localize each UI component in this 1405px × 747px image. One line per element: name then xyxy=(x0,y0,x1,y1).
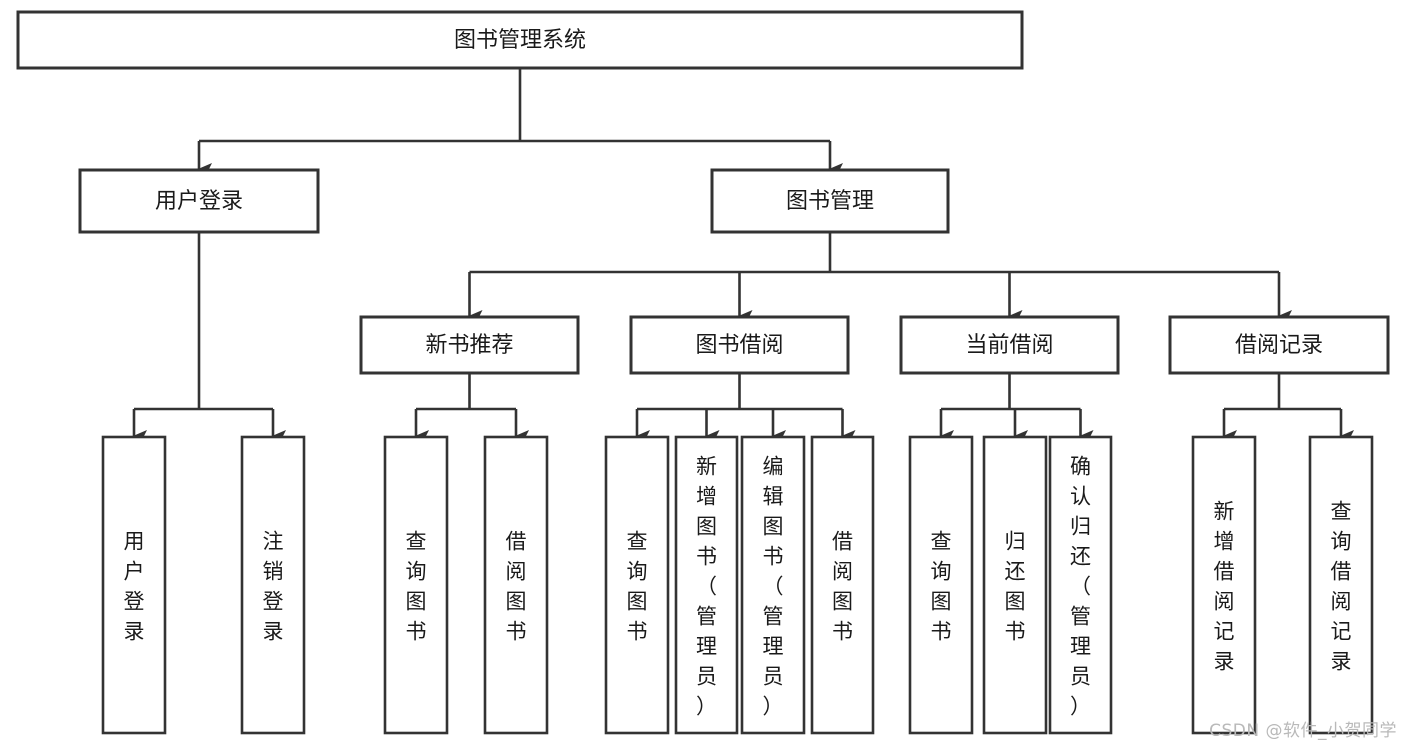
node-label: 借阅图书 xyxy=(506,529,527,643)
node-box xyxy=(383,435,449,735)
watermark-text: CSDN @软件_小贺同学 xyxy=(1209,721,1397,741)
node-box xyxy=(240,435,306,735)
node-new-book-recommend[interactable]: 新书推荐 xyxy=(359,315,580,375)
node-leaf-user-logout[interactable]: 注销登录 xyxy=(240,435,306,735)
node-label: 查询借阅记录 xyxy=(1331,499,1352,673)
node-label: 注销登录 xyxy=(263,529,284,643)
node-box xyxy=(710,168,950,234)
node-box xyxy=(78,168,320,234)
node-box xyxy=(604,435,670,735)
node-leaf-borrow-book-2[interactable]: 借阅图书 xyxy=(810,435,875,735)
node-label: 新增借阅记录 xyxy=(1214,499,1235,673)
node-label: 图书管理 xyxy=(786,189,874,214)
node-box xyxy=(982,435,1048,735)
node-box xyxy=(1191,435,1257,735)
node-label: 用户登录 xyxy=(155,189,243,214)
node-box xyxy=(1168,315,1390,375)
node-box xyxy=(629,315,850,375)
node-label: 查询图书 xyxy=(406,529,427,643)
node-box xyxy=(483,435,549,735)
node-box xyxy=(810,435,875,735)
node-box xyxy=(359,315,580,375)
node-book-borrow[interactable]: 图书借阅 xyxy=(629,315,850,375)
node-leaf-query-record[interactable]: 查询借阅记录 xyxy=(1308,435,1374,735)
node-layer: 图书管理系统用户登录图书管理新书推荐图书借阅当前借阅借阅记录用户登录注销登录查询… xyxy=(16,10,1390,735)
node-label: 查询图书 xyxy=(627,529,648,643)
node-leaf-confirm-return[interactable]: 确认归还（管理员） xyxy=(1048,435,1113,735)
node-label: 归还图书 xyxy=(1005,529,1026,643)
node-label: 确认归还（管理员） xyxy=(1070,454,1091,718)
node-label: 查询图书 xyxy=(931,529,952,643)
node-leaf-user-login[interactable]: 用户登录 xyxy=(101,435,167,735)
node-root-root[interactable]: 图书管理系统 xyxy=(16,10,1024,70)
node-label: 图书借阅 xyxy=(695,333,783,358)
node-leaf-add-record[interactable]: 新增借阅记录 xyxy=(1191,435,1257,735)
node-box xyxy=(908,435,974,735)
node-box xyxy=(674,435,739,735)
node-box xyxy=(1308,435,1374,735)
node-leaf-add-book[interactable]: 新增图书（管理员） xyxy=(674,435,739,735)
node-leaf-borrow-book-1[interactable]: 借阅图书 xyxy=(483,435,549,735)
connector-layer xyxy=(132,68,1354,442)
node-leaf-edit-book[interactable]: 编辑图书（管理员） xyxy=(740,435,806,735)
node-label: 新增图书（管理员） xyxy=(696,454,717,718)
node-book-manage[interactable]: 图书管理 xyxy=(710,168,950,234)
node-label: 新书推荐 xyxy=(425,333,513,358)
node-user-login[interactable]: 用户登录 xyxy=(78,168,320,234)
node-label: 借阅记录 xyxy=(1235,333,1323,358)
node-box xyxy=(740,435,806,735)
node-label: 图书管理系统 xyxy=(454,28,586,53)
node-label: 当前借阅 xyxy=(965,333,1053,358)
node-leaf-query-book-2[interactable]: 查询图书 xyxy=(604,435,670,735)
node-borrow-record[interactable]: 借阅记录 xyxy=(1168,315,1390,375)
node-leaf-return-book[interactable]: 归还图书 xyxy=(982,435,1048,735)
node-label: 用户登录 xyxy=(124,529,145,643)
node-box xyxy=(101,435,167,735)
node-label: 借阅图书 xyxy=(832,529,853,643)
node-box xyxy=(1048,435,1113,735)
node-box xyxy=(899,315,1120,375)
node-leaf-query-book-3[interactable]: 查询图书 xyxy=(908,435,974,735)
node-current-borrow[interactable]: 当前借阅 xyxy=(899,315,1120,375)
node-box xyxy=(16,10,1024,70)
node-label: 编辑图书（管理员） xyxy=(763,454,784,718)
node-leaf-query-book-1[interactable]: 查询图书 xyxy=(383,435,449,735)
